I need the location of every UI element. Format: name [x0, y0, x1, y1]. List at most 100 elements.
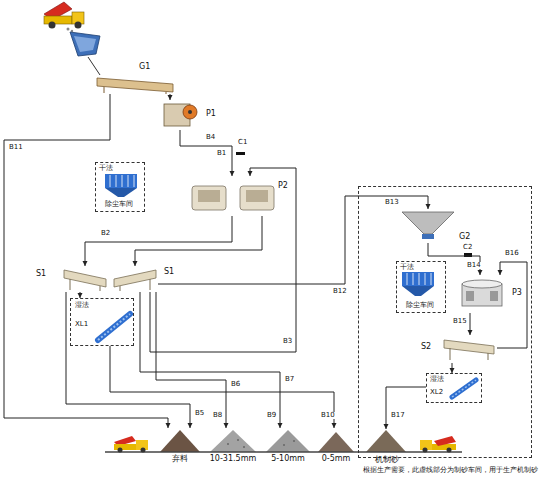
equipment-label: P1	[206, 110, 216, 118]
conveyor-label: B11	[8, 144, 24, 151]
feed-hopper	[74, 36, 96, 52]
stockpile: 10-31.5mm	[210, 428, 256, 452]
stockpile: 弃料	[160, 428, 200, 452]
stockpile-label: 5-10mm	[253, 455, 323, 463]
conveyor-line	[135, 216, 262, 266]
conveyor-line	[158, 196, 428, 284]
arrow-head	[83, 261, 88, 266]
vibrating-screen	[150, 279, 151, 290]
conveyor-label: B15	[452, 318, 468, 325]
cone-crusher: P2	[190, 176, 276, 216]
conveyor-line	[110, 346, 334, 428]
stockpile	[210, 430, 256, 452]
conveyor-connector	[497, 262, 527, 348]
vibrating-screen: S2	[441, 335, 497, 363]
sand-workshop-region: 根据生产需要，此虚线部分为制砂车间，用于生产机制砂G2干法除尘车间P3S2湿法X…	[358, 186, 532, 458]
conveyor-line	[156, 292, 226, 428]
magnetic-separator	[236, 152, 245, 155]
sand-washer	[98, 314, 130, 340]
surge-bin	[402, 212, 454, 234]
vibrating-feeder	[97, 78, 173, 94]
surge-bin	[422, 234, 434, 239]
dust-collector	[425, 273, 426, 285]
dust-collector	[122, 175, 123, 187]
conveyor-line	[497, 262, 527, 348]
arrow-head	[133, 261, 138, 266]
box-label: XL1	[75, 321, 88, 328]
sand-washer	[452, 380, 476, 397]
stockpile: 0-5mm	[318, 428, 354, 452]
equipment-label: G1	[139, 63, 150, 71]
equipment-label: P2	[278, 182, 288, 190]
conveyor-label: B9	[266, 412, 277, 419]
equipment-label: G2	[459, 233, 470, 241]
stockpile: 5-10mm	[266, 428, 310, 452]
arrow-head	[248, 171, 253, 176]
stockpile	[160, 430, 200, 452]
box-label: 湿法	[430, 376, 444, 383]
vibrating-screen	[444, 340, 494, 360]
box-label: 干法	[99, 165, 113, 172]
ground-line	[105, 451, 462, 453]
dust-collector	[116, 175, 117, 187]
arrow-head	[332, 423, 337, 428]
dust-collector	[105, 174, 137, 188]
conveyor-label: B17	[390, 412, 406, 419]
arrow-head	[426, 204, 431, 209]
stockpile-label: 机制砂	[352, 456, 422, 464]
conveyor-label: B8	[212, 412, 223, 419]
dust-collector	[419, 273, 420, 285]
sand-maker	[462, 280, 502, 306]
arrow-head	[166, 423, 171, 428]
surge-bin	[402, 212, 454, 239]
vibrating-screen: S1	[62, 266, 108, 292]
feed-hopper	[70, 32, 100, 75]
stockpile	[293, 440, 295, 442]
conveyor-line	[140, 292, 280, 428]
conveyor-connector	[150, 168, 296, 352]
loader-truck	[423, 448, 428, 453]
conveyor-label: B14	[466, 262, 482, 269]
stockpile	[160, 430, 406, 452]
equipment-code: C2	[462, 244, 473, 251]
stockpile	[237, 439, 239, 441]
vibrating-feeder	[104, 87, 105, 93]
box-label: 干法	[400, 264, 414, 271]
arrow-head	[188, 423, 193, 428]
conveyor-line	[428, 243, 480, 275]
conveyor-connector	[140, 292, 283, 428]
cone-crusher	[240, 186, 274, 210]
sand-maker: P3	[459, 275, 509, 313]
ground-line	[105, 452, 462, 453]
sand-washer	[452, 380, 476, 397]
loader-truck	[432, 444, 456, 450]
arrow-head	[224, 423, 229, 428]
conveyor-label: B5	[194, 410, 205, 417]
washer-box: 湿法XL1	[70, 298, 134, 346]
conveyor-line	[386, 387, 426, 429]
dust-collector	[105, 188, 137, 197]
conveyor-connector	[66, 292, 193, 428]
equipment-label: S1	[164, 268, 174, 276]
feed-hopper	[70, 32, 100, 56]
dump-truck	[49, 22, 56, 29]
conveyor-connector	[168, 94, 173, 100]
dust-collector	[105, 174, 137, 197]
equipment-code: C1	[237, 139, 248, 146]
conveyor-connector	[133, 216, 263, 266]
dust-collector	[402, 272, 434, 296]
equipment-code: B6	[230, 381, 241, 388]
stockpile-label: 0-5mm	[301, 455, 371, 463]
conveyor-connector	[4, 94, 171, 428]
conveyor-label: B16	[504, 250, 520, 257]
jaw-crusher	[188, 110, 192, 114]
conveyor-connector	[468, 313, 473, 335]
jaw-crusher	[183, 105, 197, 119]
equipment-label: S1	[36, 270, 46, 278]
sand-maker	[462, 280, 502, 288]
vibrating-screen	[450, 348, 451, 360]
equipment-code: B13	[384, 199, 400, 206]
conveyor-label: B1	[216, 150, 227, 157]
stockpile	[283, 444, 285, 446]
